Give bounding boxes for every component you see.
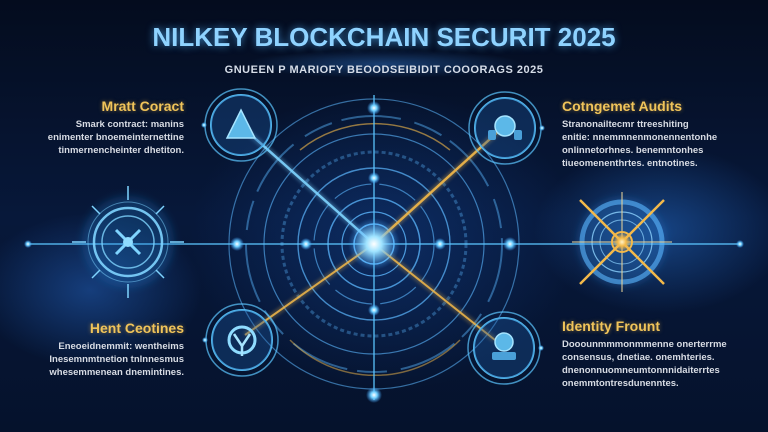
section-heading: Identity Frount bbox=[562, 318, 660, 334]
section-top-right: Cotngemet Audits Stranonailtecmr ttreesh… bbox=[562, 98, 732, 170]
section-line: Smark contract: manins bbox=[75, 119, 184, 130]
section-line: onlinnetorhnes. benemntonhes bbox=[562, 145, 704, 156]
node-cluster-icon bbox=[468, 91, 545, 165]
section-line: Dooounmmmonmmenne onerterrme bbox=[562, 339, 727, 350]
triangle-icon bbox=[201, 88, 278, 162]
section-heading: Hent Ceotines bbox=[89, 320, 184, 336]
glow-nodes bbox=[24, 101, 744, 403]
section-line: Inesemnmtnetion tnlnnesmus bbox=[49, 354, 184, 365]
crosshair-core-icon bbox=[572, 192, 672, 292]
section-line: tiueomenenthrtes. entnotines. bbox=[562, 158, 698, 169]
section-line: dnenonnuomneumtonnnidaiterrtes bbox=[562, 365, 720, 376]
section-line: consensus, dnetiae. onemhteries. bbox=[562, 352, 715, 363]
section-line: Eneoeidnemmit: wentheims bbox=[58, 341, 184, 352]
section-line: tinmernencheinter dhetiton. bbox=[58, 145, 184, 156]
section-line: whesemmenean dnemintines. bbox=[49, 367, 184, 378]
section-line: enitie: nnemmnenmonennentonhe bbox=[562, 132, 718, 143]
section-top-left: Mratt Coract Smark contract: manins enim… bbox=[34, 98, 184, 157]
section-heading: Mratt Coract bbox=[101, 98, 184, 114]
section-line: onemmtontresdunenntes. bbox=[562, 378, 679, 389]
identity-node-icon bbox=[467, 311, 544, 385]
section-bottom-left: Hent Ceotines Eneoeidnemmit: wentheims I… bbox=[34, 320, 184, 379]
page-title: NILKEY BLOCKCHAIN SECURIT 2025 bbox=[152, 22, 616, 52]
section-bottom-right: Identity Frount Dooounmmmonmmenne onerte… bbox=[562, 318, 732, 390]
shield-gear-icon bbox=[202, 303, 279, 377]
section-heading: Cotngemet Audits bbox=[562, 98, 683, 114]
page-subtitle: GNUEEN P MARIOFY BEOODSEIBIDIT COOORAGS … bbox=[224, 64, 544, 76]
key-vault-icon bbox=[72, 186, 184, 298]
section-line: enimenter bnoemeinternettine bbox=[47, 132, 184, 143]
section-line: Stranonailtecmr ttreeshiting bbox=[562, 119, 689, 130]
